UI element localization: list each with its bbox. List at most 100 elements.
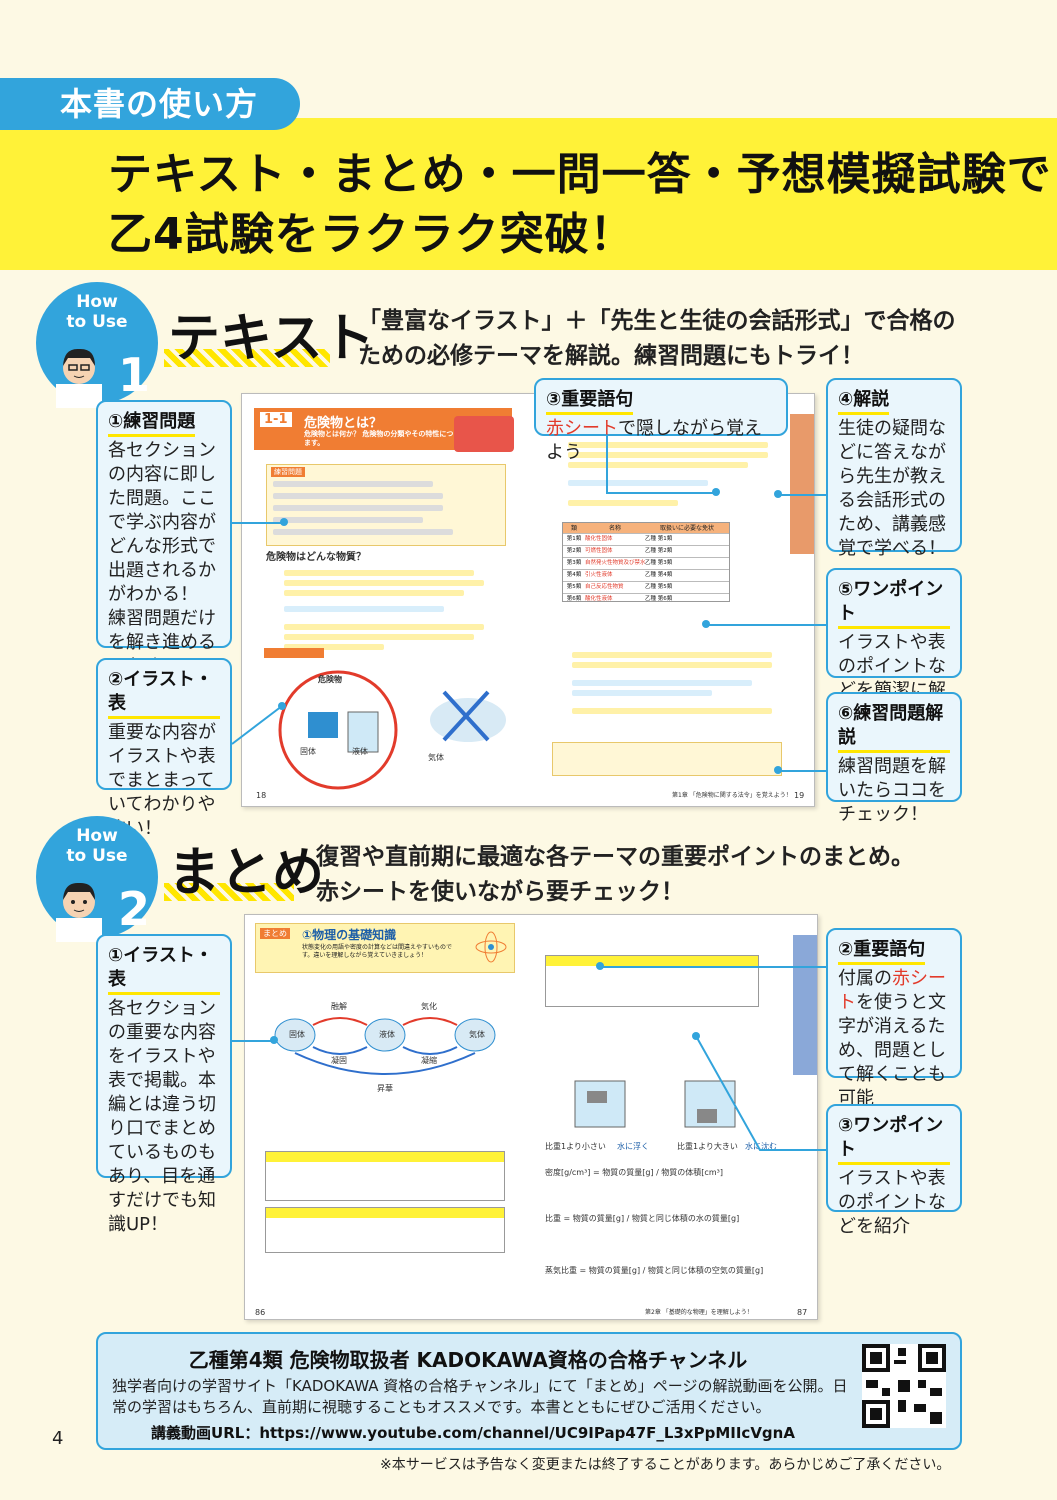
red-sheet-text: 赤シート xyxy=(838,968,946,1013)
atom-icon xyxy=(475,931,507,963)
callout-summary-key-terms: ②重要語句 付属の赤シートを使うと文字が消えるため、問題として解くことも可能 xyxy=(826,928,962,1109)
fig-solid: 固体 xyxy=(300,747,316,756)
callout-body: 各セクションの重要な内容をイラストや表で掲載。本編とは違う切り口でまとめているも… xyxy=(108,998,216,1235)
fig-solid: 固体 xyxy=(289,1030,305,1039)
sink-label: 比重1より大きい xyxy=(677,1142,738,1151)
hero-title: テキスト・まとめ・一問一答・予想模擬試験で 乙4試験をラクラク突破！ xyxy=(108,145,1052,265)
how-to-use-badge-1: How to Use 1 xyxy=(36,282,158,408)
page-left-no: 86 xyxy=(255,1308,266,1317)
summary-title: ①物理の基礎知識 xyxy=(302,928,397,942)
footnote: ※本サービスは予告なく変更または終了することがあります。あらかじめご了承ください… xyxy=(380,1457,951,1473)
callout-illustration: ②イラスト・表 重要な内容がイラストや表でまとまっていてわかりやすい！ xyxy=(96,658,232,839)
to-use-label: to Use xyxy=(66,846,128,866)
connector xyxy=(706,624,826,626)
connector-dot xyxy=(712,488,720,496)
state-change-figure xyxy=(274,1017,496,1075)
section2-title-text: まとめ xyxy=(168,843,325,903)
fig-cond: 凝縮 xyxy=(421,1056,437,1065)
connector xyxy=(232,1040,272,1042)
connector-dot xyxy=(702,620,710,628)
to-use-label: to Use xyxy=(66,312,128,332)
connector-dot xyxy=(774,766,782,774)
connector xyxy=(692,1032,826,1151)
section2-desc: 復習や直前期に最適な各テーマの重要ポイントのまとめ。 赤シートを使いながら要チェ… xyxy=(316,840,914,910)
section2-title: まとめ xyxy=(164,830,325,905)
connector xyxy=(232,522,282,524)
right-dialogue xyxy=(538,438,778,528)
float-label: 比重1より小さい xyxy=(545,1142,606,1151)
density-table xyxy=(545,955,759,1007)
h2: 危険物はどんな物質？ xyxy=(266,552,366,563)
callout-title: ⑥練習問題解説 xyxy=(838,702,950,753)
callout-body: 練習問題を解いたらココをチェック！ xyxy=(838,756,946,825)
channel-body: 独学者向けの学習サイト「KADOKAWA 資格の合格チャンネル」にて「まとめ」ペ… xyxy=(112,1377,848,1416)
callout-body: で隠しながら覚えよう xyxy=(546,418,762,463)
section2-desc-line1: 復習や直前期に最適な各テーマの重要ポイントのまとめ。 xyxy=(316,844,914,870)
practice-label: 練習問題 xyxy=(271,467,305,477)
summary-page-sample: まとめ ①物理の基礎知識 状態変化の用語や密度の計算などは間違えやすいもので す… xyxy=(244,914,818,1320)
page-right-no: 87 xyxy=(797,1308,808,1317)
page-left-no: 18 xyxy=(256,791,267,800)
how-to-use-badge-2: How to Use 2 xyxy=(36,816,158,942)
fig-evap: 気化 xyxy=(421,1002,437,1011)
hero-header: 本書の使い方 テキスト・まとめ・一問一答・予想模擬試験で 乙4試験をラクラク突破… xyxy=(0,0,1057,270)
fig-freeze: 凝固 xyxy=(331,1056,347,1065)
chapter-footer: 第2章 「基礎的な物理」を理解しよう！ xyxy=(645,1309,753,1316)
summary-table-2 xyxy=(265,1207,505,1253)
connector xyxy=(231,702,286,745)
connector xyxy=(778,770,826,772)
callout-summary-illustration: ①イラスト・表 各セクションの重要な内容をイラストや表で掲載。本編とは違う切り口… xyxy=(96,934,232,1235)
section2-desc-line2: 赤シートを使いながら要チェック！ xyxy=(316,879,684,905)
callout-title: ②イラスト・表 xyxy=(108,668,220,719)
book-illustration xyxy=(454,416,514,452)
callout-body-pre: 付属の xyxy=(838,968,892,989)
fig-subl: 昇華 xyxy=(377,1084,393,1093)
chapter-tab xyxy=(793,935,817,1075)
how-label: How xyxy=(76,292,118,312)
hero-title-line1: テキスト・まとめ・一問一答・予想模擬試験で xyxy=(108,149,1052,200)
summary-label: まとめ xyxy=(260,928,290,939)
connector-dot xyxy=(280,518,288,526)
how-to-number: 2 xyxy=(117,882,150,936)
fig-liquid: 液体 xyxy=(352,747,368,756)
fig-gas: 気体 xyxy=(428,753,444,762)
summary-table-1 xyxy=(265,1151,505,1201)
right-dialogue-2 xyxy=(552,650,772,720)
section1-title: テキスト xyxy=(164,296,375,371)
section1-title-text: テキスト xyxy=(168,309,375,369)
connector-dot xyxy=(270,1036,278,1044)
sg-formula: 比重 = 物質の質量[g] / 物質と同じ体積の水の質量[g] xyxy=(545,1214,740,1223)
page-right-no: 19 xyxy=(794,791,805,800)
channel-title: 乙種第4類 危険物取扱者 KADOKAWA資格の合格チャンネル xyxy=(188,1348,748,1372)
vsg-formula: 蒸気比重 = 物質の質量[g] / 物質と同じ体積の空気の質量[g] xyxy=(545,1266,764,1275)
red-sheet-text: 赤シート xyxy=(546,418,618,439)
fig-hazard: 危険物 xyxy=(318,675,342,684)
chapter-footer: 第1章 「危険物に関する法令」を覚えよう！ xyxy=(672,792,792,799)
section1-desc-line2: ための必修テーマを解説。練習問題にもトライ！ xyxy=(358,343,864,369)
how-label: How xyxy=(76,826,118,846)
callout-explanation: ④解説 生徒の疑問などに答えながら先生が教える会話形式のため、講義感覚で学べる！ xyxy=(826,378,962,559)
callout-practice-answer: ⑥練習問題解説 練習問題を解いたらココをチェック！ xyxy=(826,692,962,825)
callout-title: ②重要語句 xyxy=(838,938,926,965)
dialogue-area xyxy=(266,568,486,668)
fig-gas: 気体 xyxy=(469,1030,485,1039)
callout-title: ③ワンポイント xyxy=(838,1114,950,1165)
fig-melt: 融解 xyxy=(331,1002,347,1011)
connector-dot xyxy=(774,490,782,498)
section1-desc-line1: 「豊富なイラスト」＋「先生と生徒の会話形式」で合格の xyxy=(358,308,956,334)
answer-box xyxy=(552,742,782,776)
teacher-avatar-icon xyxy=(56,348,102,408)
channel-box: 乙種第4類 危険物取扱者 KADOKAWA資格の合格チャンネル 独学者向けの学習… xyxy=(96,1332,962,1450)
hazard-class-table: 類 名称 取扱いに必要な免状 第1類酸化性固体乙種 第1類 第2類可燃性固体乙種… xyxy=(562,522,730,602)
sink-result: 水に沈む xyxy=(745,1142,777,1151)
channel-url[interactable]: 講義動画URL：https://www.youtube.com/channel/… xyxy=(151,1424,795,1442)
page-number: 4 xyxy=(52,1428,64,1449)
connector xyxy=(778,494,826,496)
callout-body: を使うと文字が消えるため、問題として解くことも可能 xyxy=(838,992,946,1109)
hero-title-line2: 乙4試験をラクラク突破！ xyxy=(108,209,635,260)
section1-desc: 「豊富なイラスト」＋「先生と生徒の会話形式」で合格の ための必修テーマを解説。練… xyxy=(358,304,956,374)
connector xyxy=(600,966,826,968)
summary-header: まとめ ①物理の基礎知識 状態変化の用語や密度の計算などは間違えやすいもので す… xyxy=(255,923,515,973)
qr-code-icon[interactable] xyxy=(862,1344,946,1428)
density-formula: 密度[g/cm³] = 物質の質量[g] / 物質の体積[cm³] xyxy=(545,1168,723,1177)
